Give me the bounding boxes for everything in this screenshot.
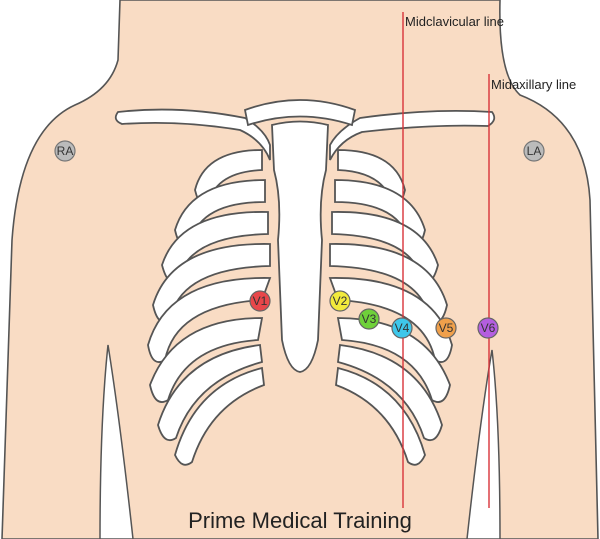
electrode-v4: V4 [391, 317, 413, 339]
electrode-v6: V6 [477, 317, 499, 339]
footer-caption: Prime Medical Training [188, 508, 412, 533]
electrode-la: LA [523, 140, 545, 162]
svg-text:V4: V4 [395, 321, 410, 335]
clavicle-right [114, 108, 271, 161]
svg-text:V1: V1 [253, 294, 268, 308]
midaxillary-label: Midaxillary line [491, 77, 576, 92]
sternum [271, 120, 329, 373]
svg-text:V2: V2 [333, 294, 348, 308]
svg-text:V5: V5 [439, 321, 454, 335]
svg-text:LA: LA [527, 144, 542, 158]
electrode-v5: V5 [435, 317, 457, 339]
svg-text:V3: V3 [362, 312, 377, 326]
electrode-ra: RA [54, 140, 76, 162]
clavicle-left [329, 109, 496, 161]
rib-cage [147, 99, 453, 466]
svg-text:V6: V6 [481, 321, 496, 335]
midclavicular-label: Midclavicular line [405, 14, 504, 29]
svg-text:RA: RA [57, 144, 74, 158]
electrode-v1: V1 [249, 290, 271, 312]
electrode-v2: V2 [329, 290, 351, 312]
left-side-gap [99, 344, 134, 539]
electrode-v3: V3 [358, 308, 380, 330]
right-side-gap [466, 349, 501, 539]
